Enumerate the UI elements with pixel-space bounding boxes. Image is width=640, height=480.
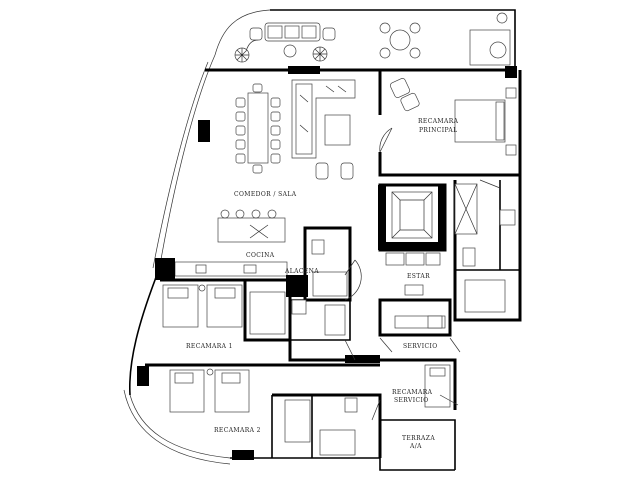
label-recamara-2: RECAMARA 2	[214, 427, 261, 434]
dining-table	[235, 83, 281, 174]
armchair-icon	[315, 162, 354, 180]
service-bedroom	[424, 364, 451, 408]
plant-icon	[312, 46, 328, 62]
round-table-icon	[379, 22, 421, 59]
label-estar: ESTAR	[407, 273, 430, 280]
label-comedor-sala: COMEDOR / SALA	[234, 191, 297, 198]
sofa-set	[291, 79, 356, 180]
bedroom-2	[169, 368, 250, 413]
label-cocina: COCINA	[246, 252, 275, 259]
label-servicio: SERVICIO	[403, 343, 438, 350]
master-bedroom	[390, 78, 517, 313]
door-swings	[344, 127, 501, 421]
bedroom-1	[162, 284, 243, 328]
label-recamara-principal-2: PRINCIPAL	[419, 127, 458, 134]
label-recamara-servicio-2: SERVICIO	[394, 397, 429, 404]
label-recamara-1: RECAMARA 1	[186, 343, 233, 350]
kitchen-island	[174, 209, 288, 277]
label-recamara-principal-1: RECAMARA	[418, 118, 459, 125]
label-alacena: ALACENA	[284, 268, 319, 275]
armchair-icon	[390, 78, 420, 112]
label-recamara-servicio-1: RECAMARA	[392, 389, 433, 396]
label-terraza-1: TERRAZA	[402, 435, 435, 442]
estar-furniture	[385, 252, 446, 329]
elevator-core	[391, 191, 433, 239]
exterior-outline	[123, 9, 516, 471]
bathrooms	[249, 239, 358, 456]
structural-columns	[137, 120, 446, 460]
terrace-top	[234, 12, 517, 78]
room-labels: COMEDOR / SALA COCINA ALACENA RECAMARA P…	[186, 118, 459, 450]
plant-icon	[234, 47, 250, 63]
label-terraza-2: A/A	[409, 443, 422, 450]
